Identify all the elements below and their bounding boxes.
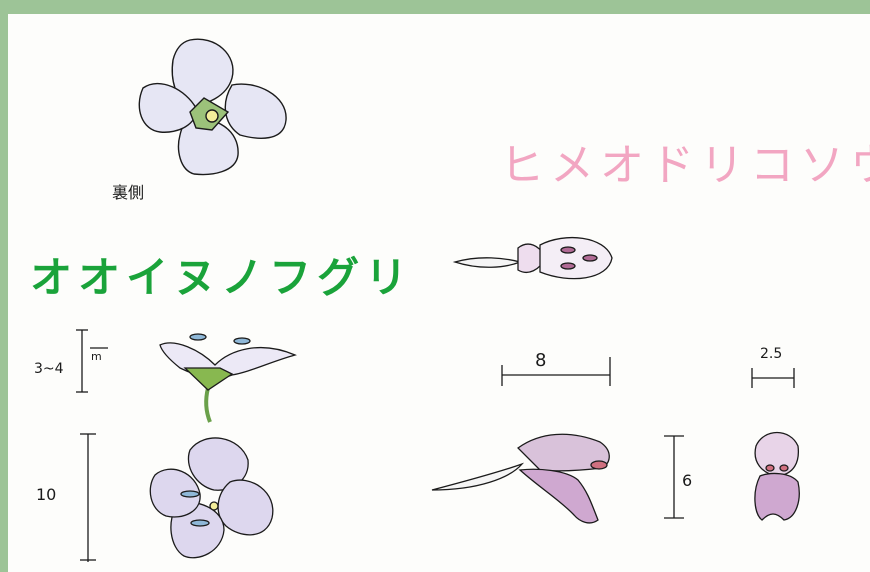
side-flower-icon <box>159 333 297 423</box>
dimension-2-5 <box>751 368 795 388</box>
title-left: オオイヌノフグリ <box>30 253 413 302</box>
dimension-unit-label: m <box>91 350 102 363</box>
dimension-2-5-label: 2.5 <box>760 346 782 362</box>
front-flower-icon <box>149 437 274 559</box>
lamium-front-icon <box>754 432 800 521</box>
four-petal-flower-back-icon <box>138 38 287 176</box>
dimension-6 <box>664 435 684 519</box>
dimension-3-4-label: 3~4 <box>34 361 64 377</box>
dimension-10 <box>80 433 96 562</box>
dimension-3-4mm <box>76 329 108 393</box>
lamium-side-icon <box>431 433 610 524</box>
dimension-6-label: 6 <box>682 471 692 490</box>
dimension-8-label: 8 <box>535 350 546 371</box>
dimension-10-label: 10 <box>36 485 56 504</box>
lamium-top-icon <box>452 236 613 280</box>
dimension-8 <box>501 357 611 386</box>
title-right: ヒメオドリコソウ <box>500 140 870 191</box>
back-view-label: 裏側 <box>112 183 144 202</box>
